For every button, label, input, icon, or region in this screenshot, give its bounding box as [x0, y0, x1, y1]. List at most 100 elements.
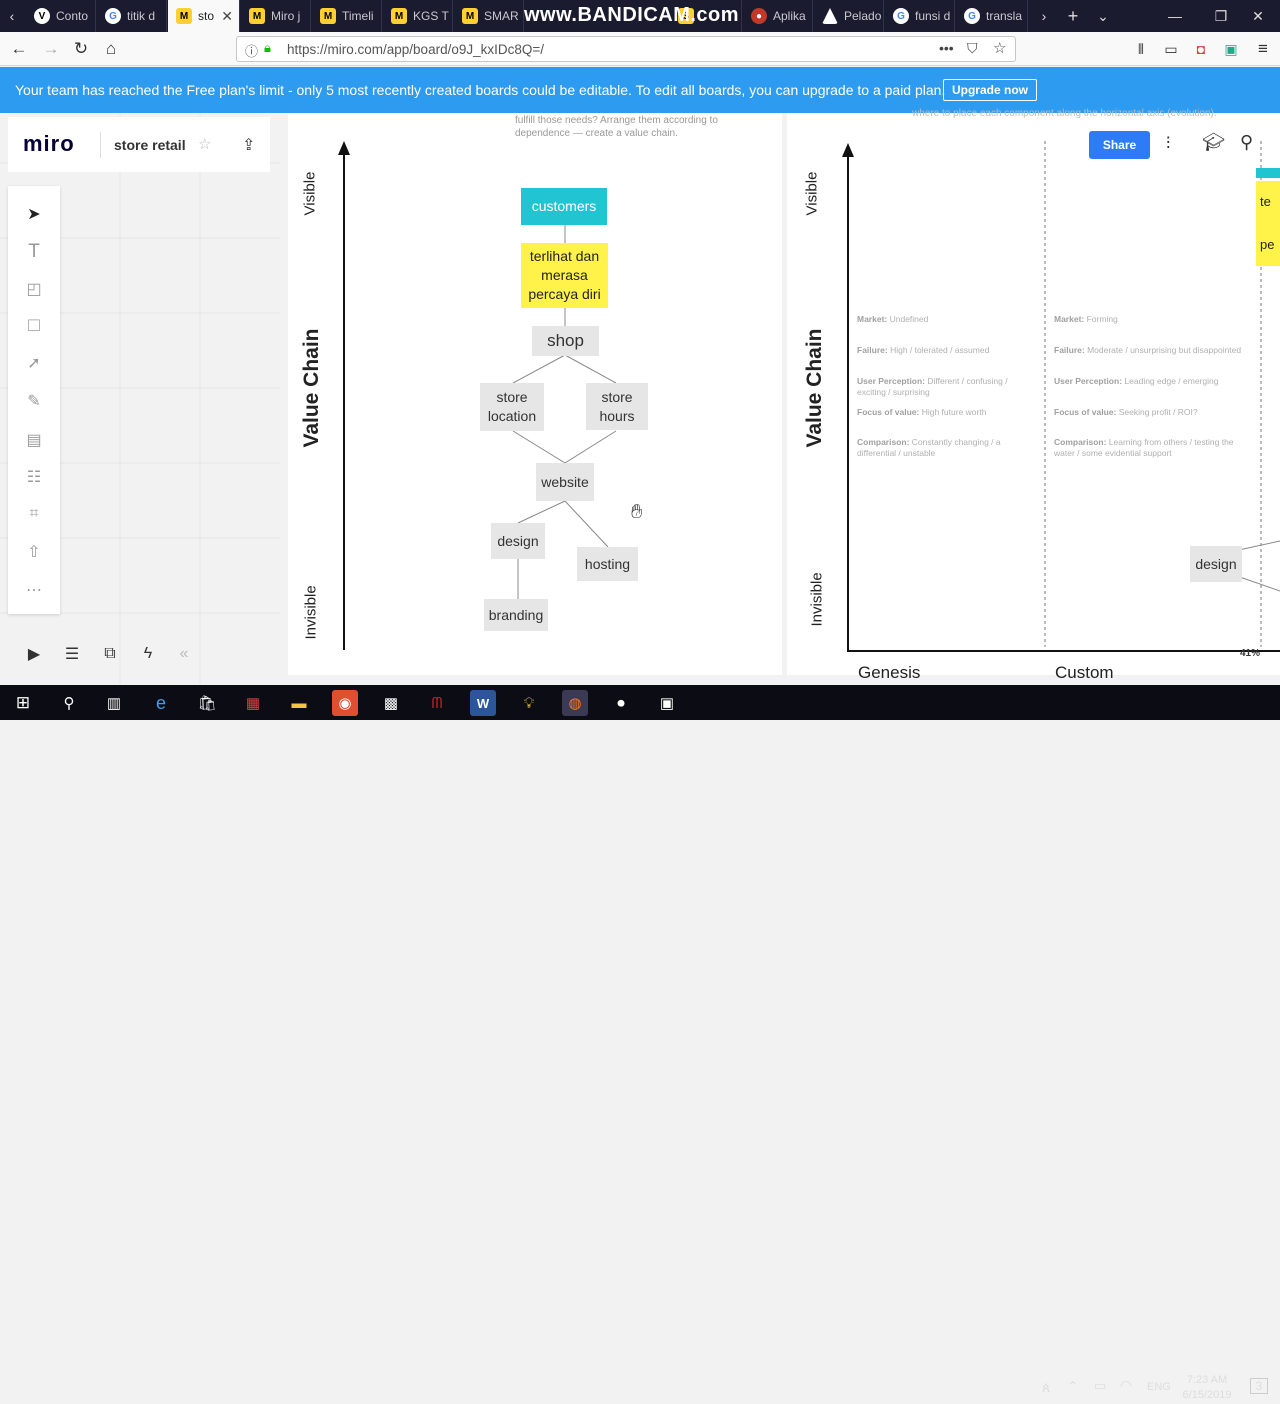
learning-cap-icon[interactable]: 🎓︎	[1202, 132, 1225, 152]
bandicam-icon[interactable]: ⏺	[617, 694, 625, 712]
evolution-map-frame[interactable]: where to place each component along the …	[787, 108, 1280, 682]
clapper-icon[interactable]: ▩	[383, 695, 399, 712]
banner-text: Your team has reached the Free plan's li…	[15, 82, 946, 98]
forward-icon[interactable]: →	[42, 39, 60, 58]
comment-icon[interactable]: ▤	[26, 432, 42, 449]
pen-icon[interactable]: ✎	[27, 393, 41, 410]
export-icon[interactable]: ⇪	[242, 137, 256, 154]
battery-icon[interactable]: ▭	[1094, 1378, 1107, 1393]
tips-bulb-icon[interactable]: 💡︎	[523, 694, 535, 712]
tab-scroll-left-icon[interactable]: ‹	[9, 8, 15, 24]
website-node[interactable]: website	[536, 463, 594, 501]
windows-start-icon[interactable]: ⊞	[15, 693, 31, 712]
cursor-icon[interactable]: ➤	[27, 206, 41, 223]
custom-market-text: Market: Forming	[1054, 314, 1118, 324]
store-location-node[interactable]: store location	[480, 383, 544, 431]
sticky-note[interactable]: terlihat dan merasa percaya diri	[521, 243, 608, 308]
menu-icon[interactable]: ≡	[1258, 39, 1268, 58]
arrow-icon[interactable]: ➚	[27, 355, 41, 372]
close-window-icon[interactable]: ✕	[1252, 7, 1264, 24]
gift-icon[interactable]: ▦	[245, 695, 261, 712]
clock[interactable]: 7:23 AM 6/15/2019	[1182, 1374, 1232, 1402]
extension-icon[interactable]: ◘	[1196, 41, 1206, 57]
hosting-node[interactable]: hosting	[577, 547, 638, 581]
text-icon[interactable]: T	[28, 241, 40, 262]
tab-scroll-right-icon[interactable]: ›	[1041, 8, 1047, 24]
restore-icon[interactable]: ❐	[1214, 7, 1228, 24]
page-actions-icon[interactable]: •••	[939, 40, 954, 56]
lightning-icon[interactable]: ϟ	[143, 645, 153, 662]
task-view-icon[interactable]: ▥	[106, 695, 122, 712]
new-tab-button[interactable]: +	[1067, 5, 1079, 26]
board-outline-icon[interactable]: ☰	[64, 646, 80, 663]
customers-node[interactable]: customers	[521, 188, 607, 225]
export-screen-icon[interactable]: ⧉	[104, 645, 116, 662]
presentation-icon[interactable]: ▶	[27, 646, 41, 663]
frame-icon[interactable]: ⌗	[29, 505, 39, 522]
home-icon[interactable]: ⌂	[105, 39, 117, 58]
browser-tab[interactable]: ●Aplika	[743, 0, 813, 32]
back-icon[interactable]: ←	[10, 39, 28, 58]
bookmark-star-icon[interactable]: ☆	[993, 40, 1007, 57]
sticky-note-partial[interactable]: te pe	[1256, 181, 1280, 266]
settings-sliders-icon[interactable]: ⫶	[1166, 134, 1171, 153]
customers-node-partial[interactable]	[1256, 168, 1280, 178]
search-icon[interactable]: ⚲	[1240, 132, 1254, 152]
store-hours-node[interactable]: store hours	[586, 383, 648, 430]
more-icon[interactable]: ⋯	[26, 582, 42, 599]
info-icon[interactable]: ⓘ	[245, 44, 259, 59]
design-node[interactable]: design	[491, 523, 545, 559]
search-icon[interactable]: ⚲	[63, 695, 75, 712]
sidebar-icon[interactable]: ▭	[1164, 40, 1178, 57]
shape-icon[interactable]: □	[28, 315, 40, 336]
file-explorer-icon[interactable]: ▬	[291, 694, 307, 712]
store-icon[interactable]: 🛍︎	[197, 695, 217, 712]
branding-node[interactable]: branding	[484, 599, 548, 631]
edge-icon[interactable]: e	[155, 692, 166, 713]
extension-icon[interactable]: ▣	[1224, 40, 1238, 57]
video-editor-icon[interactable]: ▣	[659, 695, 675, 712]
value-chain-frame[interactable]: fulfill those needs? Arrange them accord…	[288, 113, 782, 675]
address-bar[interactable]: ⓘ 🔒︎ https://miro.com/app/board/o9J_kxID…	[236, 36, 1016, 62]
site-favicon-icon: S	[678, 8, 694, 24]
wifi-icon[interactable]: ◠	[1120, 1377, 1133, 1393]
miro-favicon-icon: M	[320, 8, 336, 24]
upload-icon[interactable]: ⇧	[27, 544, 41, 561]
miro-logo[interactable]: miro	[23, 131, 75, 156]
template-icon[interactable]: ☷	[26, 469, 42, 486]
tab-list-icon[interactable]: ⌄	[1097, 7, 1109, 24]
star-icon[interactable]: ☆	[198, 136, 212, 153]
mendeley-icon[interactable]: ᗰ	[431, 694, 443, 712]
browser-tab[interactable]: Pelado	[814, 0, 884, 32]
collapse-icon[interactable]: «	[179, 645, 189, 662]
design-node[interactable]: design	[1190, 546, 1242, 582]
library-icon[interactable]: ⫴	[1138, 40, 1144, 57]
people-icon[interactable]: ጰ	[1042, 1379, 1051, 1395]
browser-tab[interactable]: S	[670, 0, 742, 32]
pocket-icon[interactable]: ⛉	[967, 40, 978, 56]
notifications-icon[interactable]: 3	[1250, 1378, 1268, 1394]
sticky-note-icon[interactable]: ◰	[26, 281, 42, 298]
zoom-level[interactable]: 41%	[1240, 648, 1261, 659]
app-icon[interactable]: ◉	[332, 690, 358, 716]
minimize-icon[interactable]: —	[1168, 8, 1182, 24]
reload-icon[interactable]: ↻	[73, 39, 89, 58]
upgrade-now-button[interactable]: Upgrade now	[943, 79, 1037, 101]
firefox-icon[interactable]: ◍	[562, 690, 588, 716]
tray-arrow-icon[interactable]: ⌃	[1068, 1379, 1079, 1393]
board-name[interactable]: store retail	[114, 137, 186, 153]
close-tab-icon[interactable]: ✕	[221, 7, 233, 24]
share-button[interactable]: Share	[1089, 131, 1150, 159]
word-icon[interactable]: W	[470, 690, 496, 716]
language-indicator[interactable]: ENG	[1147, 1381, 1171, 1393]
shop-node[interactable]: shop	[532, 326, 599, 356]
